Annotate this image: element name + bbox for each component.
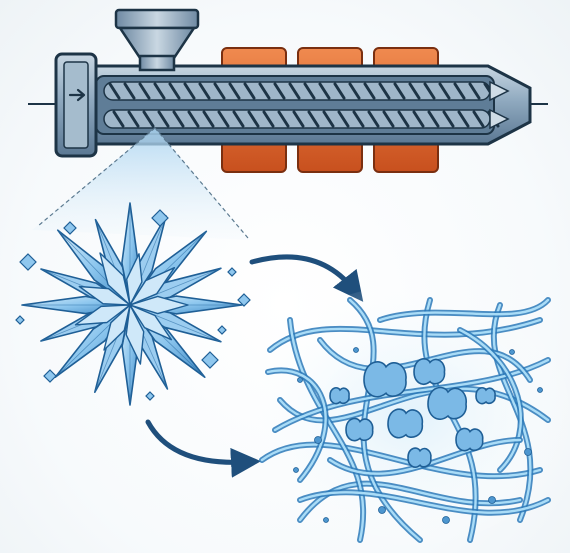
crystal-fragment (202, 352, 218, 368)
ice-particle (330, 388, 349, 404)
crystal-fragment (16, 316, 24, 324)
ice-particle (476, 388, 495, 404)
drive-flange (64, 62, 88, 148)
ice-particle (428, 388, 466, 420)
ice-particle (364, 362, 406, 397)
network-speck (315, 437, 322, 444)
network-speck (294, 468, 299, 473)
network-speck (324, 518, 329, 523)
fibrous-network-icon (250, 285, 570, 545)
crystal-fragment (218, 326, 226, 334)
ice-particle (388, 409, 422, 438)
ice-particle (456, 428, 483, 450)
hopper-throat (140, 56, 174, 70)
crystal-fragment (44, 370, 56, 382)
network-speck (443, 517, 450, 524)
feed-hopper-icon (116, 10, 198, 70)
curved-arrow-icon-2 (148, 422, 246, 462)
network-speck (379, 507, 386, 514)
ice-particle (408, 448, 431, 467)
ice-particle (414, 359, 445, 384)
crystal-fragment (20, 254, 36, 270)
network-speck (298, 378, 303, 383)
twin-screw-extruder-icon (28, 10, 548, 172)
curved-arrow-icon (252, 257, 354, 290)
network-speck (538, 388, 543, 393)
network-speck (525, 449, 532, 456)
ice-particle (346, 418, 373, 440)
hopper-rim (116, 10, 198, 28)
network-speck (489, 497, 496, 504)
crystal-fragment (228, 268, 236, 276)
hopper-funnel (120, 28, 194, 58)
crystal-fragment (146, 392, 154, 400)
network-speck (510, 350, 515, 355)
network-speck (354, 348, 359, 353)
